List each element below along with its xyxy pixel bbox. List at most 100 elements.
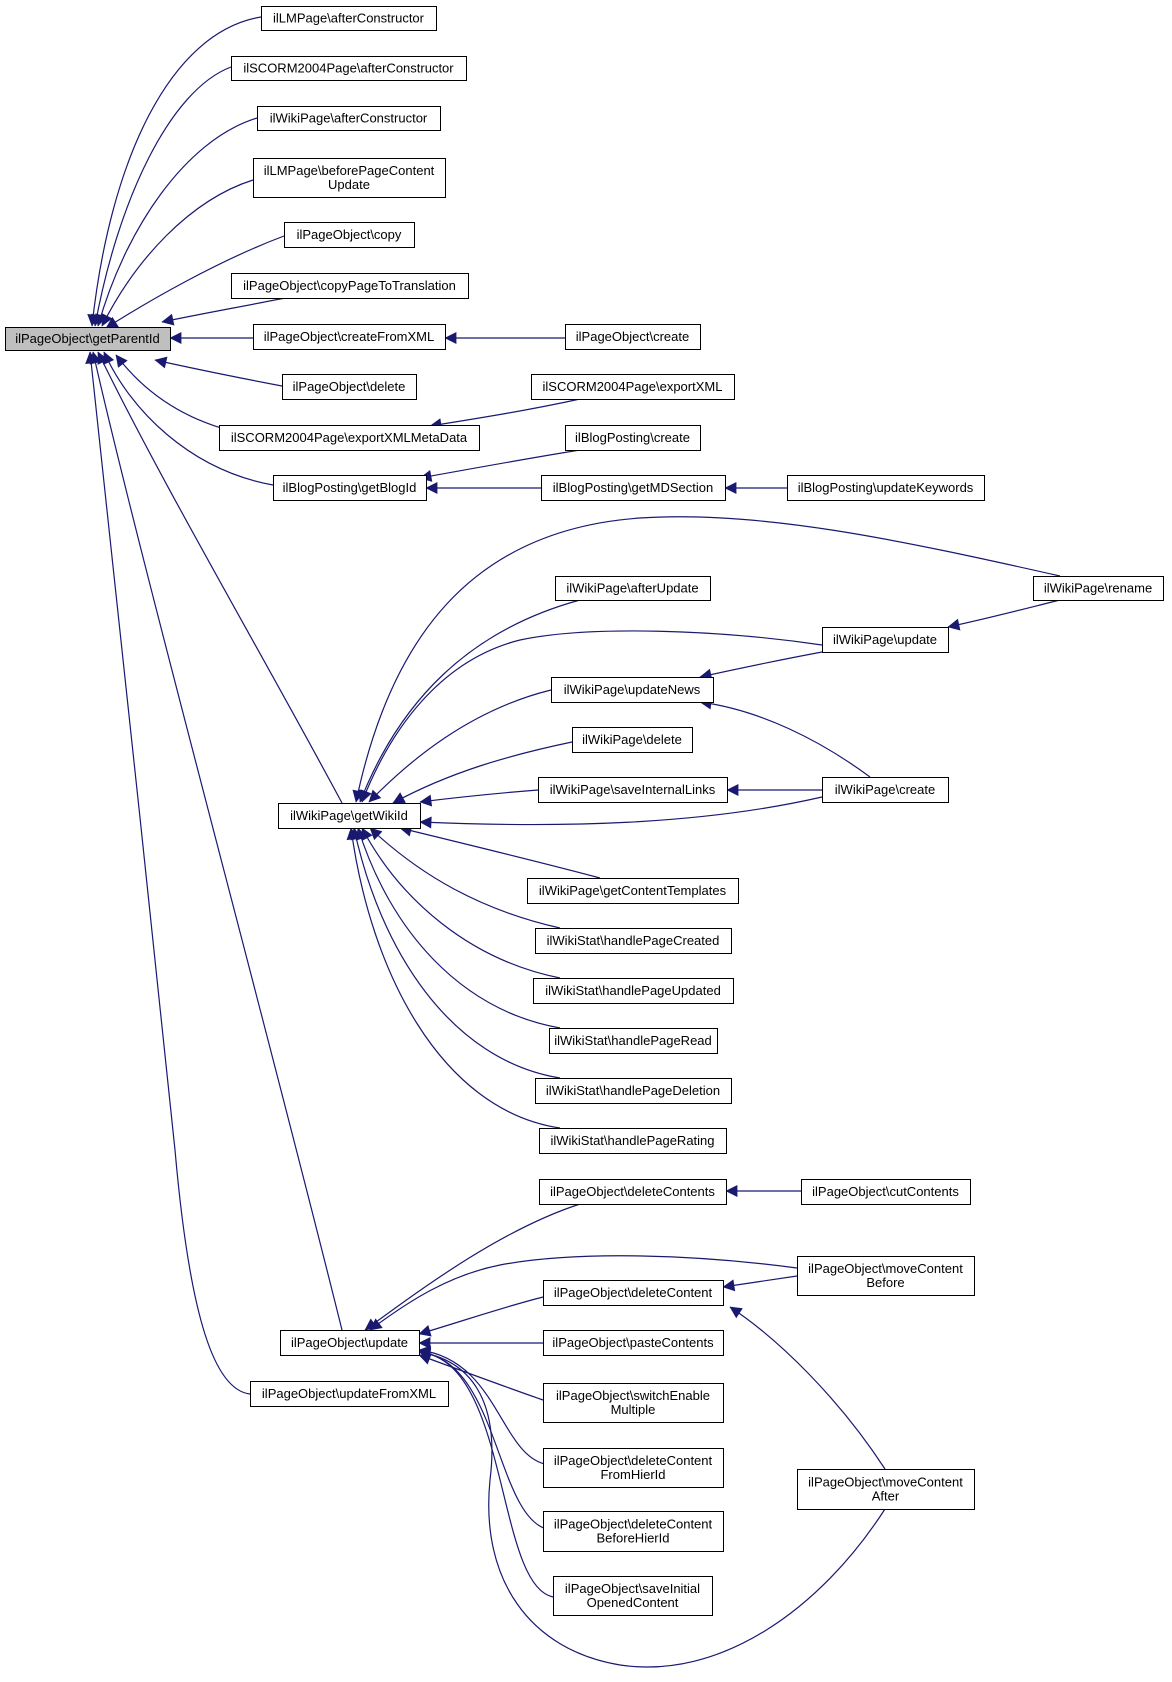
node-box [219, 425, 480, 451]
node-wiki_afterConstructor[interactable]: ilWikiPage\afterConstructor [257, 106, 441, 131]
node-label: ilPageObject\getParentId [15, 331, 160, 346]
node-label: ilPageObject\deleteContent [554, 1517, 713, 1532]
edge-po_saveInitialOpenedContent-to-po_update [418, 1347, 554, 1598]
node-label: ilPageObject\saveInitial [565, 1581, 700, 1596]
node-stat_handlePageRating[interactable]: ilWikiStat\handlePageRating [539, 1128, 727, 1154]
node-label: ilPageObject\create [576, 329, 689, 344]
edge-wiki_afterConstructor-to-getParentId [95, 117, 258, 327]
node-label: ilBlogPosting\getBlogId [283, 480, 417, 495]
node-po_update[interactable]: ilPageObject\update [280, 1330, 420, 1356]
node-po_copy[interactable]: ilPageObject\copy [284, 222, 415, 248]
edge-po_moveContentBefore-to-po_deleteContent [722, 1275, 798, 1292]
node-label: ilPageObject\deleteContent [554, 1453, 713, 1468]
node-po_deleteContents[interactable]: ilPageObject\deleteContents [539, 1179, 727, 1205]
node-box [539, 1128, 727, 1154]
node-wiki_updateNews[interactable]: ilWikiPage\updateNews [551, 677, 714, 703]
node-label: Update [328, 177, 370, 192]
node-label: ilWikiStat\handlePageRating [550, 1133, 714, 1148]
edge-po_delete-to-getParentId [154, 356, 283, 387]
node-po_delete[interactable]: ilPageObject\delete [282, 374, 417, 400]
node-stat_handlePageUpdated[interactable]: ilWikiStat\handlePageUpdated [533, 978, 734, 1004]
edge-wiki_getContentTemplates-to-wiki_getWikiId [399, 824, 601, 879]
node-box [543, 1511, 724, 1552]
node-stat_handlePageRead[interactable]: ilWikiStat\handlePageRead [549, 1028, 718, 1054]
edge-wiki_saveInternalLinks-to-wiki_getWikiId [419, 789, 539, 807]
node-label: ilWikiStat\handlePageDeletion [546, 1083, 720, 1098]
edge-blog_getBlogId-to-getParentId [103, 351, 274, 486]
node-label: ilWikiPage\create [835, 782, 935, 797]
node-wiki_afterUpdate[interactable]: ilWikiPage\afterUpdate [555, 576, 711, 601]
node-box [278, 803, 421, 829]
node-scorm_exportXMLMetaData[interactable]: ilSCORM2004Page\exportXMLMetaData [219, 425, 480, 451]
node-label: ilBlogPosting\getMDSection [553, 480, 713, 495]
node-po_updateFromXML[interactable]: ilPageObject\updateFromXML [250, 1381, 449, 1407]
node-box [253, 324, 446, 350]
node-box [543, 1448, 724, 1488]
node-box [787, 475, 985, 501]
node-blog_getBlogId[interactable]: ilBlogPosting\getBlogId [273, 475, 427, 501]
node-wiki_delete[interactable]: ilWikiPage\delete [572, 727, 693, 753]
node-label: ilPageObject\cutContents [812, 1184, 959, 1199]
node-label: BeforeHierId [597, 1531, 670, 1546]
node-lm_afterConstructor[interactable]: ilLMPage\afterConstructor [261, 6, 437, 31]
node-stat_handlePageDeletion[interactable]: ilWikiStat\handlePageDeletion [535, 1078, 732, 1104]
node-wiki_getWikiId[interactable]: ilWikiPage\getWikiId [278, 803, 421, 829]
node-box [553, 1576, 713, 1616]
node-blog_updateKeywords[interactable]: ilBlogPosting\updateKeywords [787, 475, 985, 501]
node-box [535, 1078, 732, 1104]
node-blog_getMDSection[interactable]: ilBlogPosting\getMDSection [541, 475, 726, 501]
edge-scorm_exportXML-to-scorm_exportXMLMetaData [429, 398, 581, 431]
node-wiki_getContentTemplates[interactable]: ilWikiPage\getContentTemplates [527, 878, 739, 904]
edge-stat_handlePageDeletion-to-wiki_getWikiId [350, 827, 561, 1079]
node-scorm_exportXML[interactable]: ilSCORM2004Page\exportXML [531, 374, 735, 400]
node-label: ilWikiStat\handlePageRead [554, 1033, 712, 1048]
node-po_deleteContent[interactable]: ilPageObject\deleteContent [543, 1280, 724, 1306]
node-label: ilSCORM2004Page\afterConstructor [243, 61, 454, 76]
node-label: ilWikiPage\delete [582, 732, 682, 747]
node-label: ilWikiPage\update [833, 632, 937, 647]
edge-wiki_create-to-wiki_getWikiId [419, 796, 823, 829]
node-box [565, 425, 701, 451]
node-po_createFromXML[interactable]: ilPageObject\createFromXML [253, 324, 446, 350]
node-label: ilPageObject\update [291, 1335, 408, 1350]
node-box [527, 878, 739, 904]
node-box [5, 327, 171, 351]
edge-po_copy-to-getParentId [105, 235, 285, 329]
node-po_cutContents[interactable]: ilPageObject\cutContents [801, 1179, 971, 1205]
node-scorm_afterConstructor[interactable]: ilSCORM2004Page\afterConstructor [231, 56, 467, 81]
node-po_copyPageToTranslation[interactable]: ilPageObject\copyPageToTranslation [231, 273, 469, 299]
node-box [797, 1469, 975, 1510]
node-blog_create[interactable]: ilBlogPosting\create [565, 425, 701, 451]
edge-wiki_rename-to-wiki_update [947, 599, 1061, 631]
node-po_create[interactable]: ilPageObject\create [565, 324, 701, 350]
node-wiki_create[interactable]: ilWikiPage\create [822, 777, 949, 803]
node-box [273, 475, 427, 501]
node-wiki_update[interactable]: ilWikiPage\update [822, 627, 949, 653]
edge-po_moveContentAfter-to-po_deleteContent [729, 1306, 886, 1470]
node-getParentId[interactable]: ilPageObject\getParentId [5, 327, 171, 351]
node-wiki_saveInternalLinks[interactable]: ilWikiPage\saveInternalLinks [538, 777, 728, 803]
edge-stat_handlePageRating-to-wiki_getWikiId [346, 827, 561, 1129]
edge-po_updateFromXML-to-getParentId [85, 351, 251, 1395]
node-box [1033, 576, 1164, 601]
node-wiki_rename[interactable]: ilWikiPage\rename [1033, 576, 1164, 601]
node-stat_handlePageCreated[interactable]: ilWikiStat\handlePageCreated [535, 928, 732, 954]
node-box [797, 1256, 975, 1296]
edge-wiki_getWikiId-to-getParentId [97, 351, 343, 804]
node-box [533, 978, 734, 1004]
node-label: ilPageObject\copyPageToTranslation [243, 278, 456, 293]
node-box [822, 777, 949, 803]
edge-po_deleteContent-to-po_update [418, 1296, 544, 1337]
node-po_pasteContents[interactable]: ilPageObject\pasteContents [543, 1330, 724, 1356]
node-box [261, 6, 437, 31]
node-label: ilPageObject\switchEnable [556, 1388, 710, 1403]
node-label: Before [866, 1275, 904, 1290]
